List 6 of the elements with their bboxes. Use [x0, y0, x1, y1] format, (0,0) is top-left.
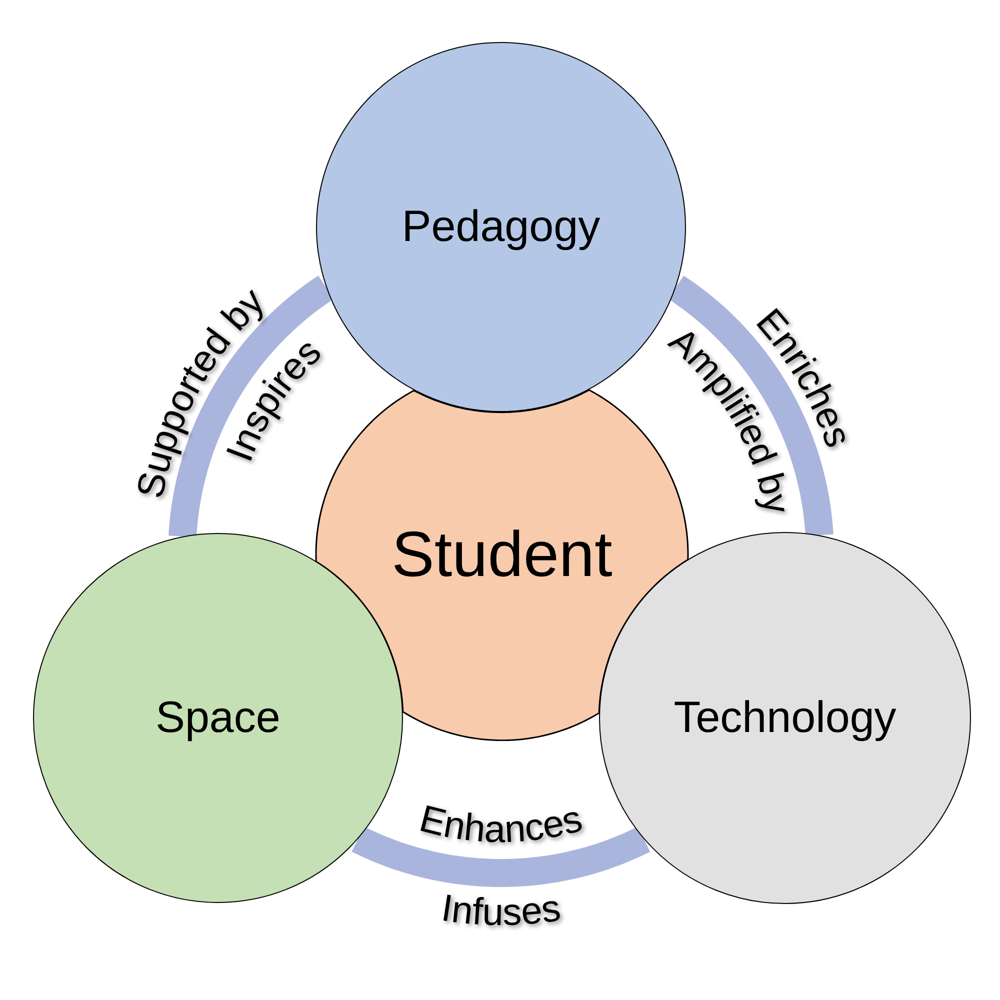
- node-label: Space: [156, 694, 280, 742]
- node-label: Technology: [674, 694, 896, 742]
- node-label: Pedagogy: [402, 202, 600, 252]
- edge-label: Enhances: [415, 798, 587, 852]
- node-label: Student: [392, 518, 612, 590]
- arc-label: Infuses: [438, 887, 564, 934]
